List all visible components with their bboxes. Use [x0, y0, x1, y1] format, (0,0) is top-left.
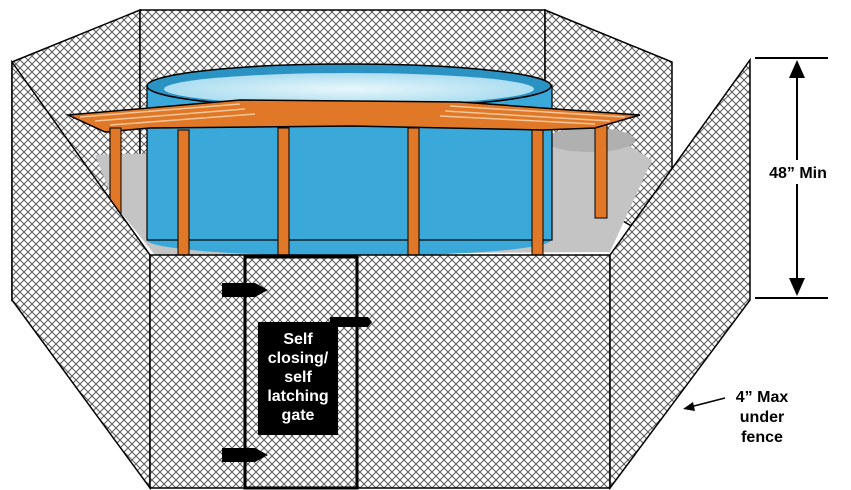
deck-post	[531, 119, 544, 256]
gate	[243, 255, 359, 490]
above-ground-pool	[146, 63, 553, 256]
fence-panel-front-right	[609, 57, 751, 490]
gate-hinge-bottom	[222, 448, 268, 462]
arrowhead-up-icon	[789, 60, 805, 78]
gate-label: Self closing/ self latching gate	[267, 331, 328, 424]
pool-deck	[65, 99, 641, 133]
gate-label-line: self	[284, 369, 312, 386]
ground-shadow	[545, 128, 635, 152]
gap-max-label-line: under	[740, 409, 784, 426]
gate-hinge-top	[222, 283, 268, 297]
gate-label-line: gate	[282, 407, 315, 424]
gap-max-label-line: fence	[741, 429, 783, 446]
gate-label-box	[258, 322, 338, 435]
gate-label-line: latching	[267, 388, 328, 405]
fence-panel-front	[149, 254, 611, 489]
gap-max-label-line: 4” Max	[736, 389, 789, 406]
gate-label-line: Self	[283, 331, 313, 348]
height-dimension: 48” Min	[755, 57, 833, 299]
gap-callout: 4” Max under fence	[683, 389, 788, 446]
arrowhead-down-icon	[789, 278, 805, 296]
deck-post	[407, 127, 420, 256]
gate-latch	[330, 317, 372, 327]
arrowhead-icon	[683, 402, 695, 411]
pool-water-surface	[164, 73, 534, 105]
deck-post	[594, 119, 608, 219]
gate-label-line: closing/	[268, 350, 329, 367]
deck-post	[277, 127, 290, 256]
deck-post	[177, 129, 190, 256]
height-min-label: 48” Min	[769, 165, 827, 182]
